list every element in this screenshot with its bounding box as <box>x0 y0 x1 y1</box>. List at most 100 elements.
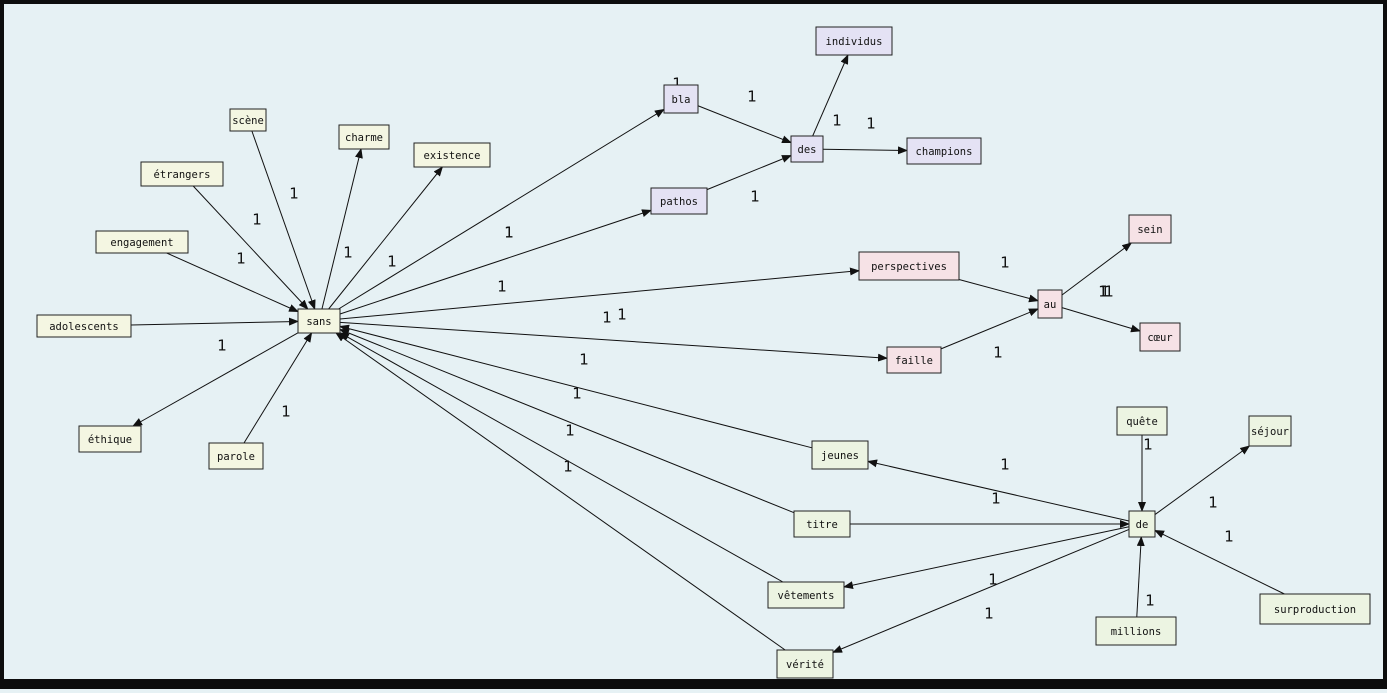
node-sein[interactable]: sein <box>1128 214 1172 244</box>
node-faille[interactable]: faille <box>886 346 942 374</box>
node-label: de <box>1136 519 1149 531</box>
node-box[interactable] <box>140 161 224 187</box>
nodes-layer: sans adolescents engagement étrangers scène c… <box>36 26 1371 679</box>
node-box[interactable] <box>208 442 264 470</box>
edge-au-to-coeur <box>1061 307 1141 333</box>
edge-label-titre-sans: 1 <box>572 385 582 403</box>
node-au[interactable]: au <box>1037 289 1063 319</box>
node-box[interactable] <box>229 108 267 132</box>
node-box[interactable] <box>663 84 699 114</box>
node-bla[interactable]: bla <box>663 84 699 114</box>
node-coeur[interactable]: cœur <box>1139 322 1181 352</box>
node-perspectives[interactable]: perspectives <box>858 251 960 281</box>
node-label: engagement <box>110 237 173 249</box>
edge-sans-to-pathos <box>339 209 652 315</box>
edge-millions-to-de <box>1136 536 1145 618</box>
node-pathos[interactable]: pathos <box>650 187 708 215</box>
edge-jeunes-to-sans <box>339 324 813 449</box>
node-etrangers[interactable]: étrangers <box>140 161 224 187</box>
node-box[interactable] <box>36 314 132 338</box>
node-label: surproduction <box>1274 604 1356 616</box>
edge-faille-to-au <box>940 308 1039 350</box>
node-box[interactable] <box>413 142 491 168</box>
edge-label-jeunes-sans: 1 <box>579 351 589 369</box>
node-titre[interactable]: titre <box>793 510 851 538</box>
edge-sans-to-existence <box>328 166 444 310</box>
node-box[interactable] <box>790 135 824 163</box>
edge-sans-to-perspectives <box>339 267 860 320</box>
node-individus[interactable]: individus <box>815 26 893 56</box>
node-box[interactable] <box>886 346 942 374</box>
edge-labels-layer: 11111111111111111111111111111111111 <box>217 75 1234 623</box>
edge-etrangers-to-sans <box>192 185 309 310</box>
weight-label: 1 <box>1098 283 1108 301</box>
edge-label-engagement-sans: 1 <box>236 250 246 268</box>
node-label: cœur <box>1147 332 1172 344</box>
edge-label-faille-au: 1 <box>993 344 1003 362</box>
node-label: éthique <box>88 434 132 446</box>
node-verite[interactable]: vérité <box>776 649 834 679</box>
node-box[interactable] <box>1139 322 1181 352</box>
node-label: des <box>798 144 817 156</box>
edge-label-de-verite: 1 <box>984 605 994 623</box>
node-label: scène <box>232 115 264 127</box>
edge-label-parole-sans: 1 <box>281 403 291 421</box>
node-charme[interactable]: charme <box>338 124 390 150</box>
edge-de-to-vetements <box>843 526 1130 590</box>
node-box[interactable] <box>906 137 982 165</box>
node-box[interactable] <box>1259 593 1371 625</box>
node-box[interactable] <box>767 581 845 609</box>
node-label: bla <box>672 94 691 106</box>
node-box[interactable] <box>1116 406 1168 436</box>
edge-label-sans-pathos: 1 <box>504 224 514 242</box>
node-box[interactable] <box>811 440 869 470</box>
node-adolescents[interactable]: adolescents <box>36 314 132 338</box>
node-ethique[interactable]: éthique <box>78 425 142 453</box>
node-box[interactable] <box>1248 415 1292 447</box>
node-parole[interactable]: parole <box>208 442 264 470</box>
edge-label-au-coeur: 1 <box>1104 283 1114 301</box>
edge-label-des-champions: 1 <box>866 115 876 133</box>
node-label: charme <box>345 132 383 144</box>
edge-sans-to-bla <box>338 108 665 310</box>
node-box[interactable] <box>78 425 142 453</box>
node-box[interactable] <box>650 187 708 215</box>
node-box[interactable] <box>858 251 960 281</box>
node-label: faille <box>895 355 933 367</box>
node-surproduction[interactable]: surproduction <box>1259 593 1371 625</box>
node-existence[interactable]: existence <box>413 142 491 168</box>
edge-label-sans-perspectives: 1 <box>497 278 507 296</box>
edge-label-de-jeunes: 1 <box>1000 456 1010 474</box>
node-label: séjour <box>1251 426 1289 438</box>
node-sejour[interactable]: séjour <box>1248 415 1292 447</box>
node-box[interactable] <box>1095 616 1177 646</box>
node-quete[interactable]: quête <box>1116 406 1168 436</box>
node-millions[interactable]: millions <box>1095 616 1177 646</box>
edge-label-perspectives-au: 1 <box>1000 254 1010 272</box>
node-box[interactable] <box>95 230 189 254</box>
node-label: titre <box>806 519 838 531</box>
node-box[interactable] <box>776 649 834 679</box>
node-engagement[interactable]: engagement <box>95 230 189 254</box>
edge-des-to-individus <box>812 54 849 137</box>
node-des[interactable]: des <box>790 135 824 163</box>
edge-parole-to-sans <box>243 332 313 444</box>
node-box[interactable] <box>297 308 341 334</box>
node-box[interactable] <box>338 124 390 150</box>
node-scene[interactable]: scène <box>229 108 267 132</box>
node-label: parole <box>217 451 255 463</box>
node-label: champions <box>916 146 973 158</box>
node-box[interactable] <box>1128 214 1172 244</box>
node-box[interactable] <box>1128 510 1156 538</box>
node-champions[interactable]: champions <box>906 137 982 165</box>
node-box[interactable] <box>1037 289 1063 319</box>
node-vetements[interactable]: vêtements <box>767 581 845 609</box>
node-sans[interactable]: sans <box>297 308 341 334</box>
edge-label-pathos-des: 1 <box>750 188 760 206</box>
node-box[interactable] <box>793 510 851 538</box>
node-de[interactable]: de <box>1128 510 1156 538</box>
edge-label-vetements-sans: 1 <box>565 422 575 440</box>
node-box[interactable] <box>815 26 893 56</box>
node-jeunes[interactable]: jeunes <box>811 440 869 470</box>
